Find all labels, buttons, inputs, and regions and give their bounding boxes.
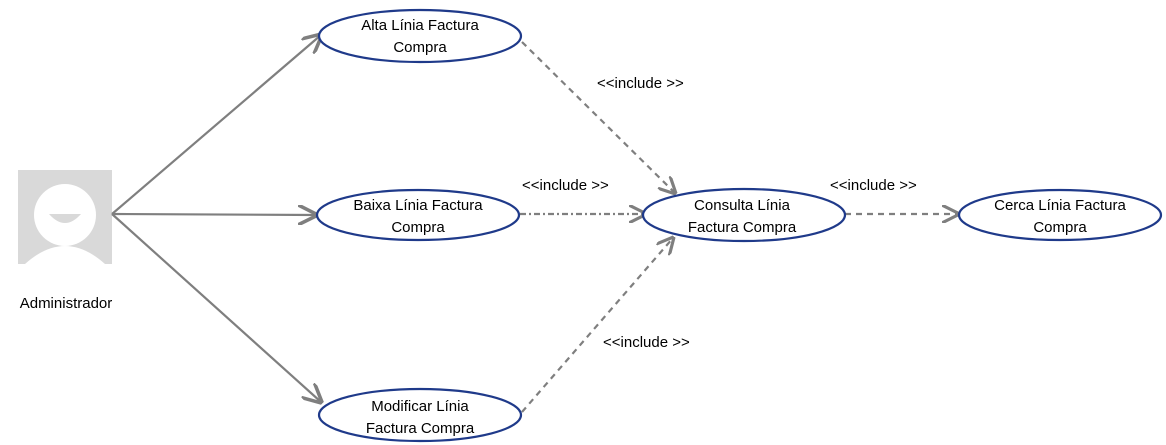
association-alta — [111, 35, 321, 215]
use-case-label-line2: Factura Compra — [366, 420, 475, 437]
use-case-ellipse — [317, 8, 523, 64]
include-label-consulta-cerca: <<include >> — [830, 177, 917, 194]
actor-associations — [111, 35, 321, 402]
use-case-label-line2: Compra — [393, 39, 447, 56]
actor-administrador: Administrador — [18, 170, 112, 312]
include-line-modificar-consulta — [521, 238, 673, 413]
include-line-alta-consulta — [521, 41, 675, 193]
use-case-label-line1: Modificar Línia — [371, 398, 469, 415]
use-case-modificar[interactable]: Modificar Línia Factura Compra — [317, 387, 523, 443]
use-case-cerca[interactable]: Cerca Línia Factura Compra — [957, 188, 1163, 242]
use-case-alta[interactable]: Alta Línia Factura Compra — [317, 8, 523, 64]
use-case-label-line2: Compra — [391, 219, 445, 236]
actor-label: Administrador — [20, 295, 113, 312]
association-baixa — [111, 214, 316, 215]
include-label-alta-consulta: <<include >> — [597, 75, 684, 92]
use-case-label-line2: Factura Compra — [688, 219, 797, 236]
include-label-baixa-consulta: <<include >> — [522, 177, 609, 194]
use-case-label-line1: Cerca Línia Factura — [994, 197, 1126, 214]
use-case-consulta[interactable]: Consulta Línia Factura Compra — [641, 187, 847, 243]
include-label-modificar-consulta: <<include >> — [603, 334, 690, 351]
use-case-ellipse — [641, 187, 847, 243]
use-case-label-line1: Alta Línia Factura — [361, 17, 479, 34]
association-modificar — [111, 213, 321, 402]
use-case-ellipse — [957, 188, 1163, 242]
avatar-smile — [49, 214, 81, 223]
use-case-label-line1: Baixa Línia Factura — [353, 197, 483, 214]
use-case-ellipse — [315, 188, 521, 242]
use-case-baixa[interactable]: Baixa Línia Factura Compra — [315, 188, 521, 242]
include-relations: <<include >> <<include >> <<include >> <… — [520, 41, 958, 413]
avatar-body — [25, 246, 105, 264]
use-case-ellipse — [317, 387, 523, 443]
use-case-label-line2: Compra — [1033, 219, 1087, 236]
use-case-label-line1: Consulta Línia — [694, 197, 791, 214]
